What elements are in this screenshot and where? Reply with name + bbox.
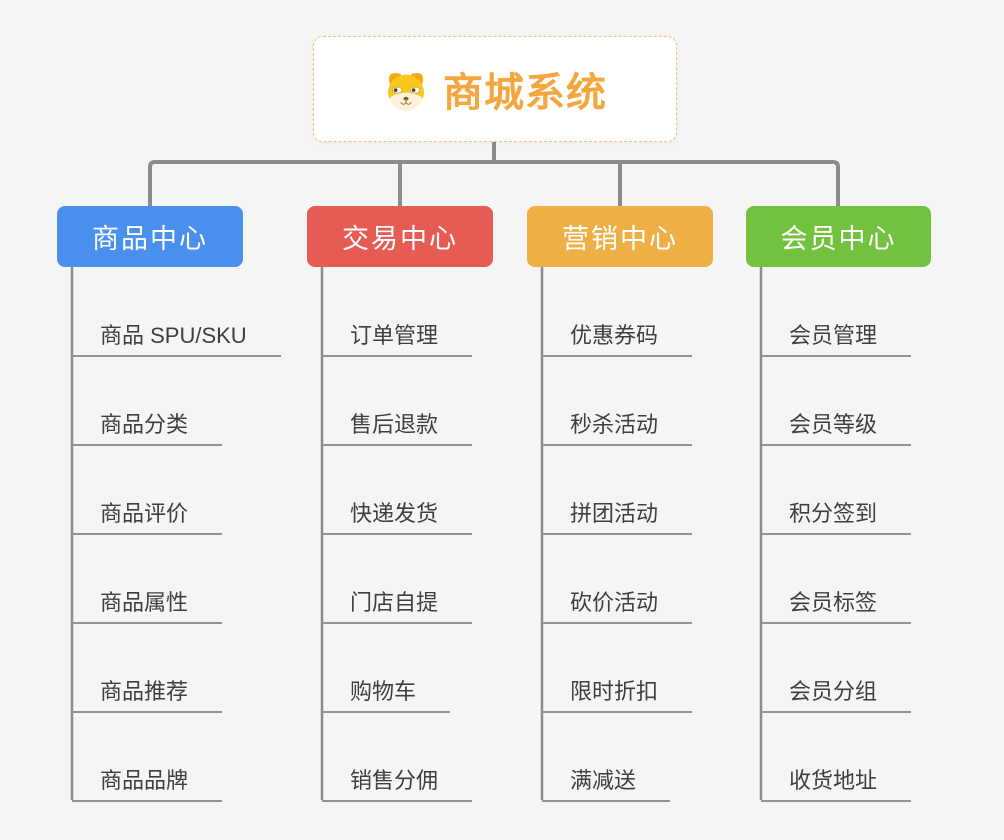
leaf-node[interactable]: 商品评价: [72, 493, 223, 535]
leaf-node[interactable]: 砍价活动: [542, 582, 693, 624]
leaf-node[interactable]: 积分签到: [761, 493, 912, 535]
leaf-node[interactable]: 会员标签: [761, 582, 912, 624]
leaf-node[interactable]: 商品分类: [72, 404, 223, 446]
leaf-node[interactable]: 会员管理: [761, 315, 912, 357]
leaf-node[interactable]: 门店自提: [322, 582, 473, 624]
leaf-node[interactable]: 销售分佣: [322, 760, 473, 802]
leaf-node[interactable]: 收货地址: [761, 760, 912, 802]
branch-node-trade-center[interactable]: 交易中心: [307, 206, 493, 267]
shiba-dog-icon: [383, 66, 429, 112]
leaf-node[interactable]: 限时折扣: [542, 671, 693, 713]
branch-node-member-center[interactable]: 会员中心: [746, 206, 931, 267]
root-node[interactable]: 商城系统: [313, 36, 677, 142]
leaf-node[interactable]: 拼团活动: [542, 493, 693, 535]
leaf-node[interactable]: 订单管理: [322, 315, 473, 357]
leaf-node[interactable]: 购物车: [322, 671, 451, 713]
leaf-node[interactable]: 售后退款: [322, 404, 473, 446]
leaf-node[interactable]: 快递发货: [322, 493, 473, 535]
leaf-node[interactable]: 优惠券码: [542, 315, 693, 357]
leaf-node[interactable]: 会员等级: [761, 404, 912, 446]
root-title: 商城系统: [443, 71, 607, 115]
leaf-node[interactable]: 会员分组: [761, 671, 912, 713]
leaf-node[interactable]: 商品品牌: [72, 760, 223, 802]
leaf-node[interactable]: 秒杀活动: [542, 404, 693, 446]
branch-node-product-center[interactable]: 商品中心: [57, 206, 243, 267]
leaf-node[interactable]: 商品 SPU/SKU: [72, 315, 281, 357]
leaf-node[interactable]: 商品推荐: [72, 671, 223, 713]
leaf-node[interactable]: 商品属性: [72, 582, 223, 624]
branch-node-marketing-center[interactable]: 营销中心: [527, 206, 713, 267]
leaf-node[interactable]: 满减送: [542, 760, 671, 802]
